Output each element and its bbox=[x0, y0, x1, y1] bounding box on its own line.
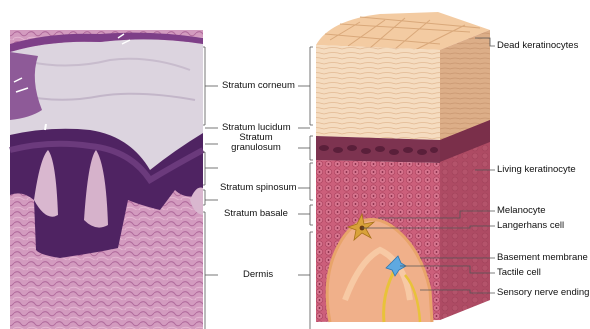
left-leader-lines bbox=[203, 47, 218, 329]
label-melanocyte: Melanocyte bbox=[497, 206, 546, 216]
label-sensory-nerve-ending: Sensory nerve ending bbox=[497, 288, 589, 298]
label-basement-membrane: Basement membrane bbox=[497, 253, 588, 263]
skin-block-diagram bbox=[316, 12, 490, 322]
label-stratum-corneum: Stratum corneum bbox=[222, 81, 295, 91]
label-stratum-spinosum: Stratum spinosum bbox=[220, 183, 297, 193]
label-langerhans-cell: Langerhans cell bbox=[497, 221, 564, 231]
histology-micrograph bbox=[10, 30, 203, 329]
label-stratum-granulosum-line2: granulosum bbox=[222, 143, 290, 153]
label-tactile-cell: Tactile cell bbox=[497, 268, 541, 278]
block-leader-lines bbox=[298, 47, 313, 329]
label-dead-keratinocytes: Dead keratinocytes bbox=[497, 41, 578, 51]
label-living-keratinocyte: Living keratinocyte bbox=[497, 165, 576, 175]
label-stratum-basale: Stratum basale bbox=[224, 209, 288, 219]
label-dermis: Dermis bbox=[243, 270, 273, 280]
